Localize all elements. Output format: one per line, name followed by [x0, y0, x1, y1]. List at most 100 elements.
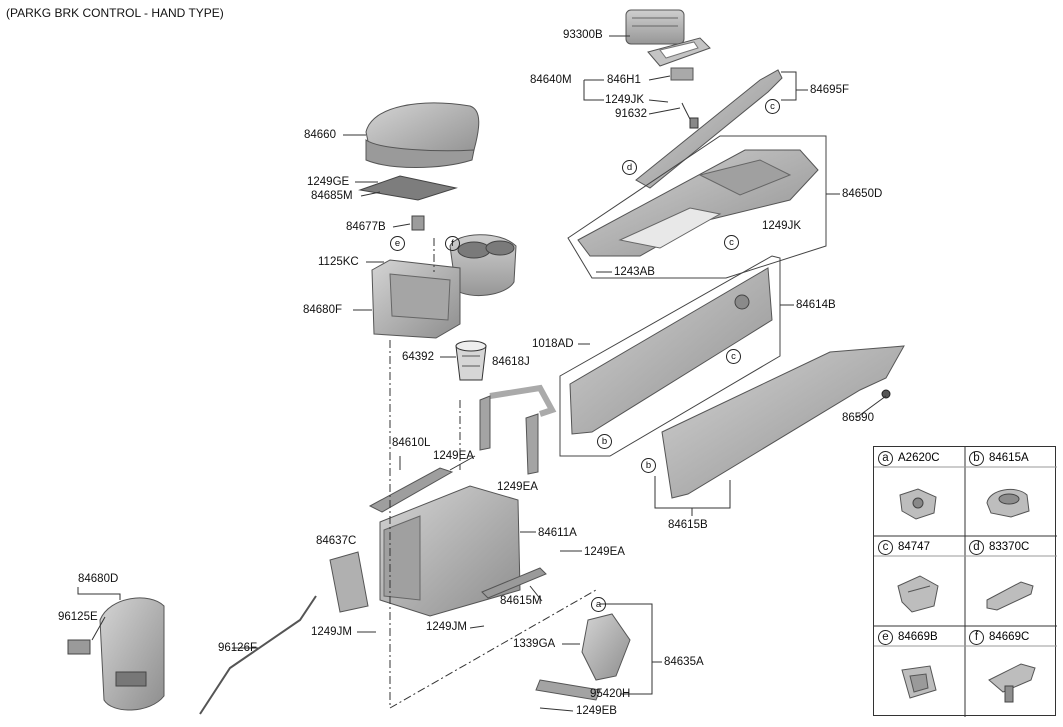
clip-c-icon: [897, 575, 939, 613]
legend-table: a A2620C b 84615A c 84747 d 8337: [873, 446, 1057, 717]
legend-cell-e: e 84669B: [874, 626, 965, 716]
callout-846H1: 846H1: [607, 74, 641, 86]
callout-1243AB: 1243AB: [614, 266, 655, 278]
part-96126F: [199, 595, 317, 715]
callout-93300B: 93300B: [563, 29, 603, 41]
legend-cell-b: b 84615A: [965, 447, 1056, 537]
part-84677B: [411, 215, 425, 231]
marker-d-1: d: [622, 160, 641, 175]
bracket-84650D: [567, 135, 827, 279]
leader-lines: [77, 35, 887, 712]
part-84615B: [661, 345, 905, 499]
callout-84615M: 84615M: [500, 595, 542, 607]
part-84611A: [379, 485, 521, 617]
callout-84695F: 84695F: [810, 84, 850, 96]
part-84680F: [371, 259, 461, 339]
legend-part-b: 84615A: [989, 452, 1029, 464]
callout-84660: 84660: [304, 129, 336, 141]
callout-1249EA-c: 1249EA: [584, 546, 625, 558]
legend-key-e: e: [878, 630, 893, 645]
clip-d-icon: [986, 581, 1034, 611]
part-84695F: [635, 69, 783, 189]
callout-96125E: 96125E: [58, 611, 98, 623]
part-84650D: [577, 149, 819, 257]
legend-key-c: c: [878, 540, 893, 555]
legend-grid: [874, 447, 1057, 717]
callout-1249JM-b: 1249JM: [426, 621, 467, 633]
callout-1249JK-mid: 1249JK: [762, 220, 802, 232]
part-91632: [681, 102, 699, 129]
callout-1018AD: 1018AD: [532, 338, 574, 350]
callout-84615B: 84615B: [668, 519, 708, 531]
legend-part-d: 83370C: [989, 541, 1030, 553]
part-84618J: [479, 384, 557, 475]
callout-1249EB: 1249EB: [576, 705, 617, 717]
clip-b-icon: [986, 488, 1030, 518]
bracket-84614B: [559, 255, 781, 457]
part-64392: [455, 340, 487, 381]
part-84635A: [581, 613, 631, 681]
part-84685M: [358, 175, 458, 201]
legend-part-c: 84747: [898, 541, 930, 553]
legend-key-b: b: [969, 451, 984, 466]
diagram-title: (PARKG BRK CONTROL - HAND TYPE): [6, 6, 224, 20]
callout-84650D: 84650D: [842, 188, 883, 200]
legend-cell-f: f 84669C: [965, 626, 1056, 716]
marker-b-1: b: [597, 434, 616, 449]
marker-e-1: e: [390, 236, 409, 251]
callout-1249JK-top: 1249JK: [605, 94, 645, 106]
callout-84680D: 84680D: [78, 573, 119, 585]
callout-84685M: 84685M: [311, 190, 353, 202]
callout-1339GA: 1339GA: [513, 638, 556, 650]
part-84615M: [481, 567, 547, 599]
legend-cell-c: c 84747: [874, 536, 965, 626]
marker-c-2: c: [724, 235, 743, 250]
callout-84635A: 84635A: [664, 656, 704, 668]
callout-84680F: 84680F: [303, 304, 343, 316]
part-bezel-frame: [647, 37, 711, 67]
callout-96126F: 96126F: [218, 642, 258, 654]
callout-95420H: 95420H: [590, 688, 631, 700]
marker-c-1: c: [765, 99, 784, 114]
legend-cell-d: d 83370C: [965, 536, 1056, 626]
callout-84614B: 84614B: [796, 299, 836, 311]
part-93300B: [625, 9, 685, 45]
part-86590: [881, 389, 891, 399]
callout-1249EA-b: 1249EA: [497, 481, 538, 493]
callout-84637C: 84637C: [316, 535, 357, 547]
callout-91632: 91632: [615, 108, 647, 120]
legend-key-a: a: [878, 451, 893, 466]
callout-64392: 64392: [402, 351, 434, 363]
part-846H1: [670, 67, 694, 81]
callout-1249JM-a: 1249JM: [311, 626, 352, 638]
part-96125E: [67, 639, 91, 655]
part-84660: [365, 102, 480, 168]
callout-86590: 86590: [842, 412, 874, 424]
marker-b-2: b: [641, 458, 660, 473]
legend-key-d: d: [969, 540, 984, 555]
marker-a-1: a: [591, 597, 610, 612]
legend-key-f: f: [969, 630, 984, 645]
legend-part-f: 84669C: [989, 631, 1030, 643]
callout-84610L: 84610L: [392, 437, 431, 449]
part-84614B: [569, 267, 773, 435]
part-cupholder: [449, 234, 517, 296]
part-84680D: [99, 597, 165, 711]
callout-1125KC: 1125KC: [318, 256, 359, 268]
part-84637C: [329, 551, 369, 613]
marker-f-1: f: [445, 236, 464, 251]
callout-84640M: 84640M: [530, 74, 572, 86]
callout-84611A: 84611A: [538, 527, 577, 539]
clip-e-icon: [901, 665, 937, 699]
part-95420H: [535, 679, 601, 701]
clip-f-icon: [988, 663, 1036, 703]
callout-84618J: 84618J: [492, 356, 530, 368]
legend-part-a: A2620C: [898, 452, 940, 464]
callout-1249EA-a: 1249EA: [433, 450, 474, 462]
marker-c-3: c: [726, 349, 745, 364]
callout-84677B: 84677B: [346, 221, 386, 233]
legend-cell-a: a A2620C: [874, 447, 965, 537]
callout-1249GE: 1249GE: [307, 176, 350, 188]
clip-a-icon: [899, 488, 937, 520]
